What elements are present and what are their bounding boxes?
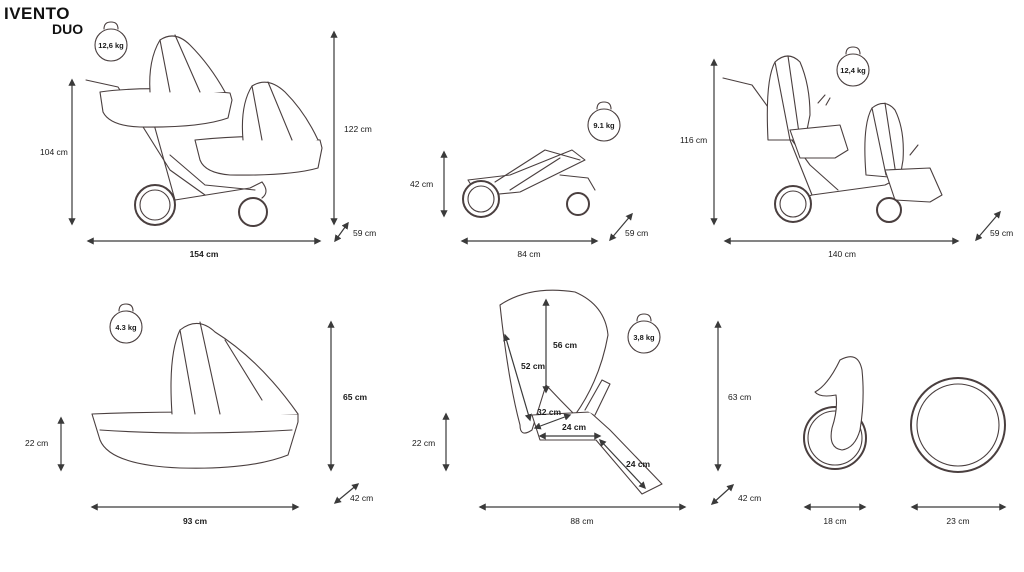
dimension-label-height: 42 cm xyxy=(410,179,433,189)
dimension-line-seat-width xyxy=(533,413,572,430)
dimension-label-width: 59 cm xyxy=(990,228,1013,238)
panel-wheels: 18 cm 23 cm xyxy=(803,356,1007,526)
dimension-line-footrest xyxy=(599,438,646,490)
dimension-label-height: 65 cm xyxy=(343,392,368,402)
dimension-label-width: 59 cm xyxy=(625,228,648,238)
dimension-label-length: 88 cm xyxy=(570,516,593,526)
dimension-label-width: 59 cm xyxy=(353,228,376,238)
dimension-label-width: 42 cm xyxy=(350,493,373,503)
dimension-line-width xyxy=(333,483,360,504)
twin-carrycot-illustration xyxy=(85,34,323,227)
brand-logo: IVENTO DUO xyxy=(4,4,83,37)
dimension-label-height: 122 cm xyxy=(344,124,372,134)
dimension-label-width: 42 cm xyxy=(738,493,761,503)
dimension-line-width xyxy=(334,221,349,243)
dimension-line-back-length xyxy=(503,333,532,422)
dimension-label-front-wheel: 18 cm xyxy=(823,516,846,526)
dimension-label-length: 93 cm xyxy=(183,516,208,526)
dimension-label-seat-depth: 24 cm xyxy=(562,422,587,432)
dimension-label-back-length: 52 cm xyxy=(521,361,546,371)
dimension-label-length: 84 cm xyxy=(517,249,540,259)
dimension-label-backrest: 56 cm xyxy=(553,340,578,350)
brand-name: IVENTO xyxy=(4,4,70,23)
dimension-label-rear-wheel: 23 cm xyxy=(946,516,969,526)
weight-label: 9.1 kg xyxy=(593,121,615,130)
carrycot-illustration xyxy=(91,321,299,469)
dimension-label-handle-height: 104 cm xyxy=(40,147,68,157)
brand-subname: DUO xyxy=(52,21,83,37)
dimension-label-height: 116 cm xyxy=(680,135,707,145)
panel-carrycot: 4.3 kg 22 cm 65 cm 93 cm 42 cm xyxy=(25,303,373,526)
dimension-label-seat-width: 32 cm xyxy=(537,407,562,417)
front-wheel-illustration xyxy=(803,356,867,470)
chassis-illustration xyxy=(462,149,596,218)
dimension-label-depth: 22 cm xyxy=(25,438,48,448)
panel-chassis: 9.1 kg 42 cm 84 cm 59 cm xyxy=(410,101,648,259)
rear-wheel-illustration xyxy=(910,377,1006,473)
dimension-label-length: 154 cm xyxy=(190,249,219,259)
weight-label: 12,4 kg xyxy=(840,66,866,75)
weight-label: 3,8 kg xyxy=(633,333,655,342)
dimension-label-seat-height: 22 cm xyxy=(412,438,435,448)
twin-seats-illustration xyxy=(722,55,943,223)
panel-seat-unit: 3,8 kg 56 cm 52 cm 32 cm 24 cm 24 cm 22 … xyxy=(412,289,761,526)
dimension-label-footrest: 24 cm xyxy=(626,459,651,469)
dimension-label-height: 63 cm xyxy=(728,392,751,402)
weight-label: 12,6 kg xyxy=(98,41,124,50)
dimension-line-width xyxy=(609,212,633,242)
dimension-line-width xyxy=(975,210,1001,242)
panel-twin-carrycot: 12,6 kg 104 cm 122 cm 154 cm 59 cm xyxy=(40,21,376,259)
dimension-line-width xyxy=(710,484,735,505)
dimension-label-length: 140 cm xyxy=(828,249,856,259)
weight-label: 4.3 kg xyxy=(115,323,137,332)
panel-twin-seats: 12,4 kg 116 cm 140 cm 59 cm xyxy=(680,46,1013,259)
